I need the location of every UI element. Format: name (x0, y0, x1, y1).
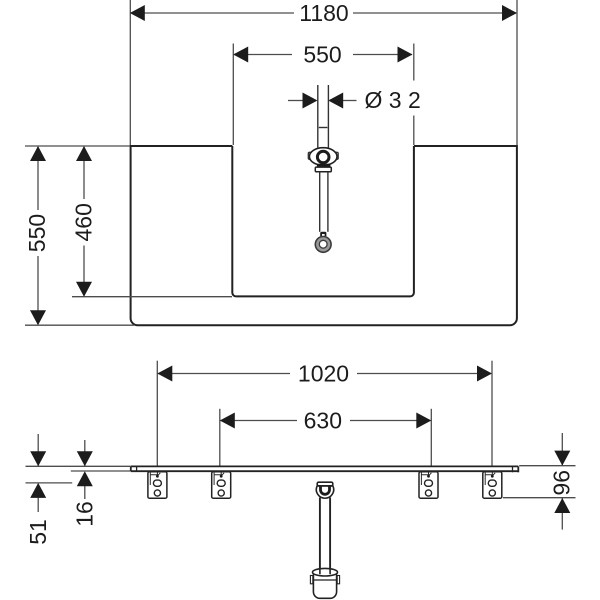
svg-text:16: 16 (71, 501, 97, 527)
svg-text:460: 460 (71, 203, 97, 241)
svg-text:550: 550 (24, 214, 50, 252)
svg-text:1020: 1020 (298, 361, 349, 387)
svg-text:550: 550 (303, 42, 341, 68)
svg-text:630: 630 (304, 408, 342, 434)
svg-text:51: 51 (25, 519, 51, 545)
svg-text:1180: 1180 (299, 0, 348, 26)
svg-text:Ø 3 2: Ø 3 2 (365, 87, 421, 113)
svg-text:96: 96 (548, 470, 574, 496)
